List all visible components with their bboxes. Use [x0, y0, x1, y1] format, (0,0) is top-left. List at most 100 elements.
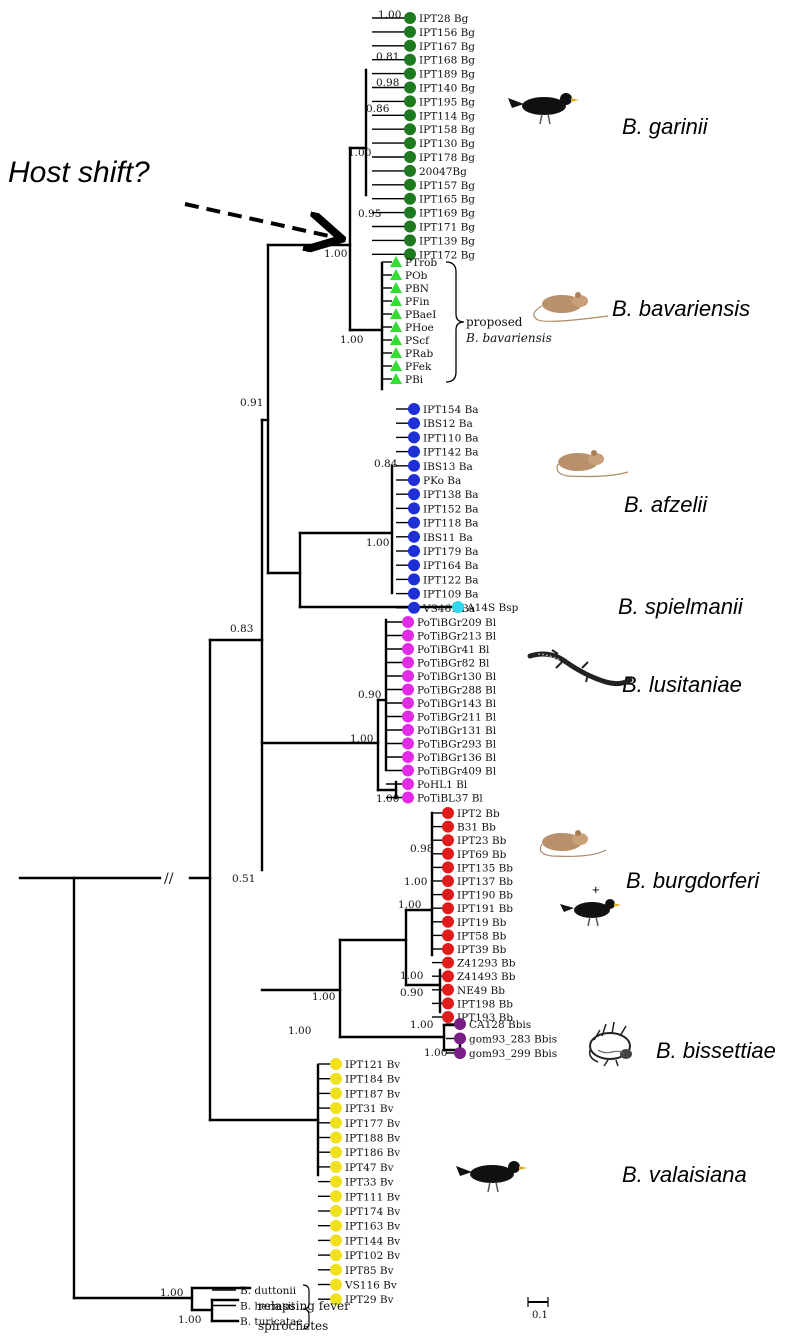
- leaf-marker-triangle: [390, 282, 402, 293]
- support-value: 1.00: [366, 537, 389, 549]
- mouse-icon: [556, 450, 629, 478]
- leaf-marker-circle: [402, 683, 414, 696]
- relapsing-note-line1: relapsing fever: [258, 1299, 350, 1313]
- leaf-marker-circle: [408, 488, 420, 501]
- leaf-label: IPT187 Bv: [345, 1088, 400, 1100]
- leaf-label: PoTiBGr143 Bl: [417, 698, 497, 710]
- leaf-label: IPT58 Bb: [457, 930, 507, 942]
- leaf-label: IPT186 Bv: [345, 1147, 400, 1159]
- support-value: 1.00: [376, 793, 399, 805]
- leaf-label: IPT179 Ba: [423, 546, 479, 558]
- leaf-marker-circle: [402, 778, 414, 790]
- leaf-marker-circle: [404, 178, 416, 191]
- leaf-marker-circle: [442, 956, 454, 969]
- support-value: 0.86: [366, 103, 390, 115]
- leaf-marker-circle: [404, 67, 416, 80]
- leaf-marker-circle: [402, 616, 414, 628]
- leaf-marker-circle: [402, 724, 414, 736]
- leaf-marker-circle: [330, 1116, 342, 1129]
- support-value: 1.00: [400, 970, 423, 982]
- leaf-marker-circle: [442, 983, 454, 996]
- leaf-label: IPT31 Bv: [345, 1103, 394, 1115]
- leaf-label: Z41493 Bb: [457, 971, 516, 983]
- leaf-label: IPT138 Ba: [423, 489, 479, 501]
- leaf-label: PoTiBGr136 Bl: [417, 752, 497, 764]
- leaf-label: IPT33 Bv: [345, 1177, 394, 1189]
- leaf-marker-circle: [442, 807, 454, 819]
- leaf-label: IPT168 Bg: [419, 55, 475, 67]
- leaf-label: IPT23 Bb: [457, 835, 507, 847]
- leaf-label: gom93_283 Bbis: [469, 1034, 557, 1046]
- leaf-label: IPT165 Bg: [419, 194, 475, 206]
- leaf-label: IPT47 Bv: [345, 1162, 394, 1174]
- leaf-marker-circle: [330, 1278, 342, 1291]
- leaf-label: A14S Bsp: [466, 602, 519, 614]
- leaf-marker-circle: [442, 820, 454, 833]
- support-value: 1.00: [312, 991, 335, 1003]
- leaf-marker-circle: [404, 95, 416, 108]
- leaf-marker-circle: [330, 1234, 342, 1247]
- support-value: 0.51: [232, 873, 255, 885]
- leaf-marker-circle: [454, 1018, 466, 1030]
- leaf-label: IPT122 Ba: [423, 574, 479, 586]
- leaf-marker-circle: [442, 847, 454, 860]
- leaf-marker-circle: [408, 601, 420, 614]
- leaf-marker-circle: [330, 1249, 342, 1262]
- leaf-marker-circle: [442, 997, 454, 1010]
- leaf-marker-circle: [408, 516, 420, 529]
- leaf-label: IPT178 Bg: [419, 152, 475, 164]
- clade-label-lusitaniae: B. lusitaniae: [622, 672, 742, 697]
- lizard-icon: [527, 649, 633, 687]
- leaf-marker-circle: [402, 670, 414, 682]
- leaf-marker-circle: [442, 970, 454, 983]
- leaf-label: IPT144 Bv: [345, 1235, 400, 1247]
- leaf-marker-circle: [454, 1047, 466, 1059]
- leaf-label: IPT172 Bg: [419, 249, 475, 261]
- leaf-marker-circle: [408, 417, 420, 430]
- leaf-label: PoTiBGr209 Bl: [417, 617, 497, 629]
- leaf-label: IPT139 Bg: [419, 235, 475, 247]
- leaf-label: IPT110 Ba: [423, 432, 479, 444]
- leaf-marker-circle: [404, 12, 416, 24]
- leaf-label: IPT39 Bb: [457, 944, 507, 956]
- support-value: 0.90: [358, 689, 381, 701]
- leaf-label: PoHL1 Bl: [417, 779, 468, 791]
- support-value: 1.00: [324, 248, 347, 260]
- leaf-label: PKo Ba: [423, 475, 461, 487]
- mouse-icon: [533, 292, 609, 322]
- support-value: 1.00: [378, 9, 401, 21]
- leaf-marker-circle: [404, 123, 416, 136]
- leaf-marker-circle: [330, 1146, 342, 1159]
- leaf-label: IBS11 Ba: [423, 532, 473, 544]
- leaf-label: IPT109 Ba: [423, 589, 479, 601]
- support-value: 1.00: [410, 1019, 433, 1031]
- leaf-label: IPT69 Bb: [457, 849, 507, 861]
- leaf-label: PHoe: [405, 322, 434, 334]
- support-value: 1.00: [424, 1047, 447, 1059]
- leaf-marker-circle: [404, 206, 416, 219]
- leaf-marker-circle: [404, 39, 416, 52]
- leaf-marker-circle: [408, 573, 420, 586]
- leaf-label: IPT198 Bb: [457, 998, 513, 1010]
- leaf-marker-circle: [442, 1011, 454, 1023]
- clade-label-spielmanii: B. spielmanii: [618, 594, 744, 619]
- leaf-label: IPT140 Bg: [419, 83, 475, 95]
- leaf-marker-circle: [330, 1072, 342, 1085]
- leaf-label: PFek: [405, 361, 432, 373]
- support-value: 0.84: [374, 458, 398, 470]
- leaf-label: IPT130 Bg: [419, 138, 475, 150]
- leaf-marker-circle: [330, 1263, 342, 1276]
- leaf-label: IPT137 Bb: [457, 876, 513, 888]
- leaf-marker-circle: [330, 1293, 342, 1306]
- leaf-marker-circle: [402, 710, 414, 723]
- clade-label-afzelii: B. afzelii: [624, 492, 708, 517]
- rat-icon: [588, 1021, 632, 1067]
- support-value: 0.81: [376, 51, 399, 63]
- leaf-label: PScf: [405, 335, 430, 347]
